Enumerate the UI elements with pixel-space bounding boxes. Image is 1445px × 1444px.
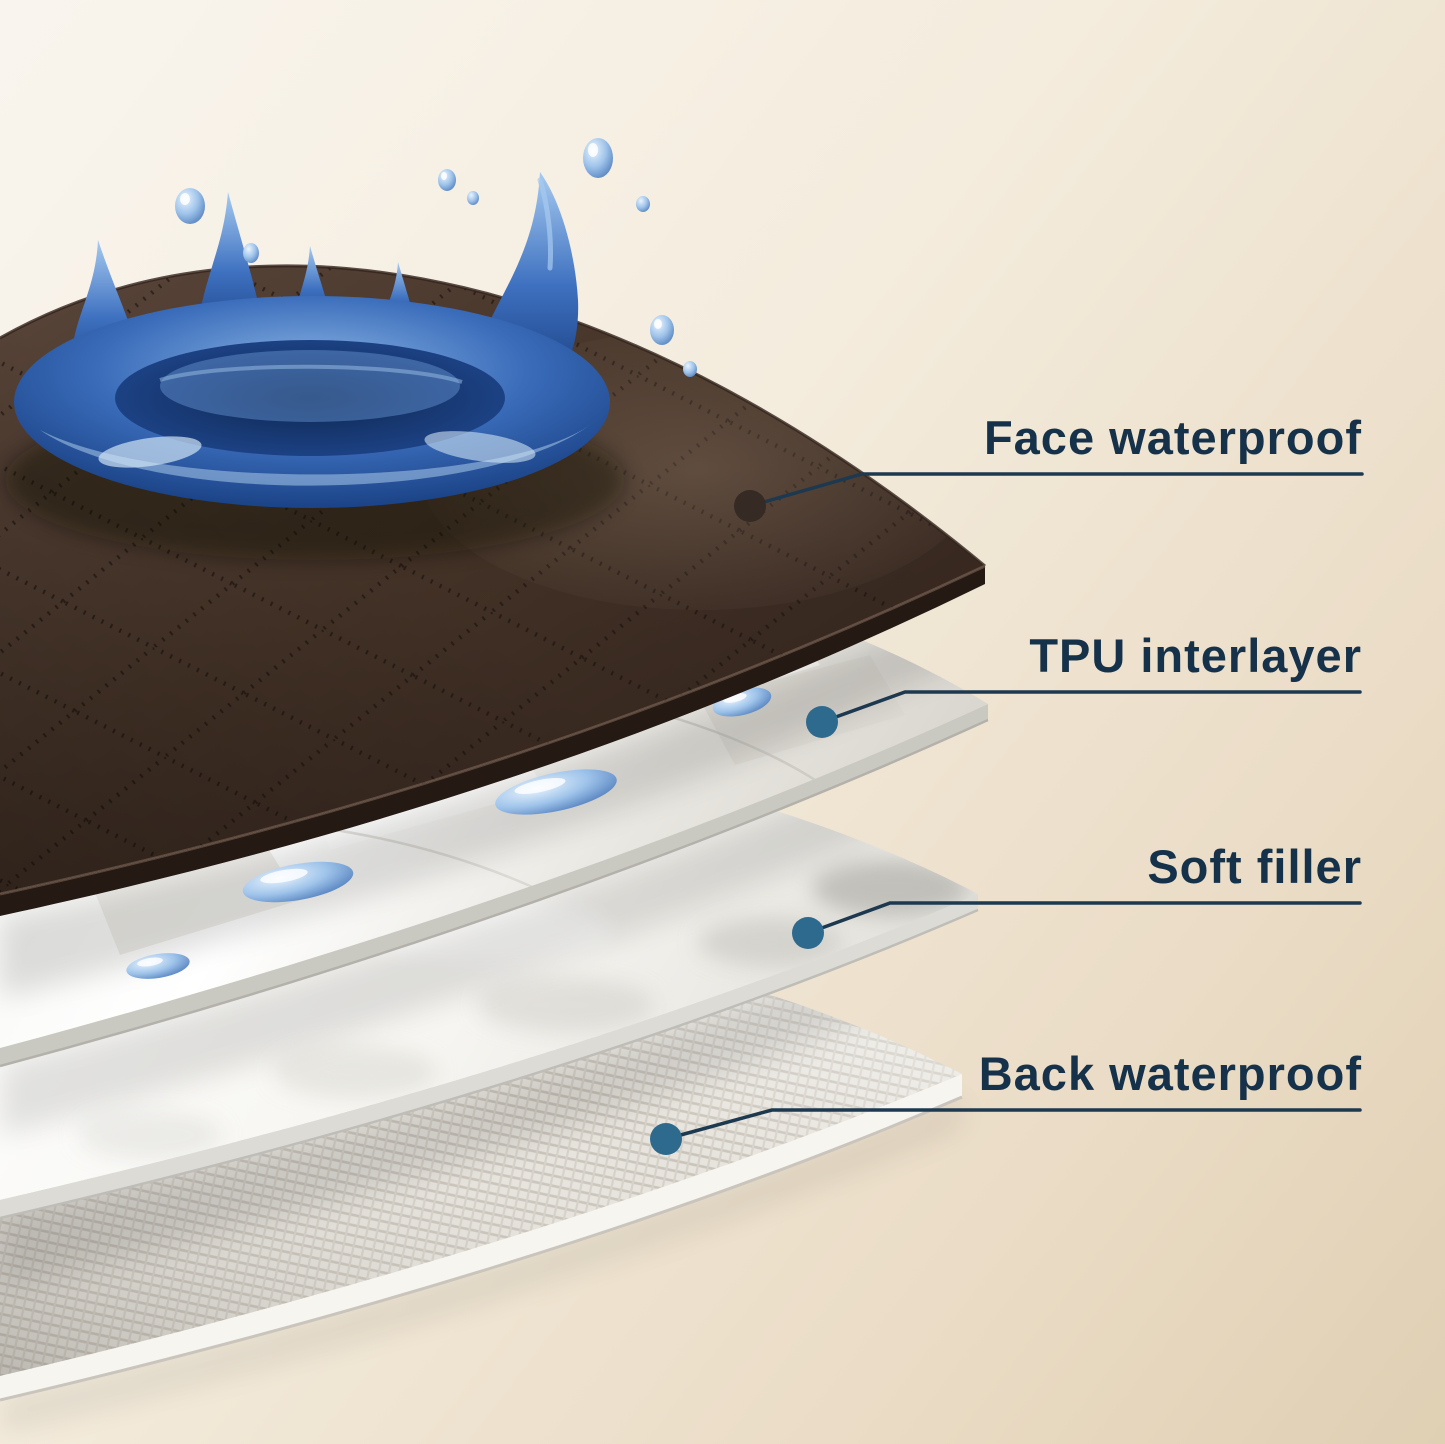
callout-dot-tpu-interlayer: [806, 706, 838, 738]
label-tpu-interlayer: TPU interlayer: [1029, 629, 1362, 682]
label-back-waterproof: Back waterproof: [978, 1047, 1362, 1100]
splash-droplets: [175, 138, 697, 377]
callout-line-back-waterproof: [664, 1108, 1362, 1141]
callout-line-soft-filler: [806, 901, 1362, 935]
callout-dot-back-waterproof: [650, 1123, 682, 1155]
callout-dot-soft-filler: [792, 917, 824, 949]
water-splash: [14, 138, 697, 508]
label-face-waterproof: Face waterproof: [983, 411, 1362, 464]
label-soft-filler: Soft filler: [1147, 840, 1362, 893]
callout-dot-face-waterproof: [734, 490, 766, 522]
callout-line-tpu-interlayer: [820, 690, 1362, 724]
callout-line-face-waterproof: [748, 472, 1364, 508]
water-droplets-on-tpu: [126, 687, 772, 979]
